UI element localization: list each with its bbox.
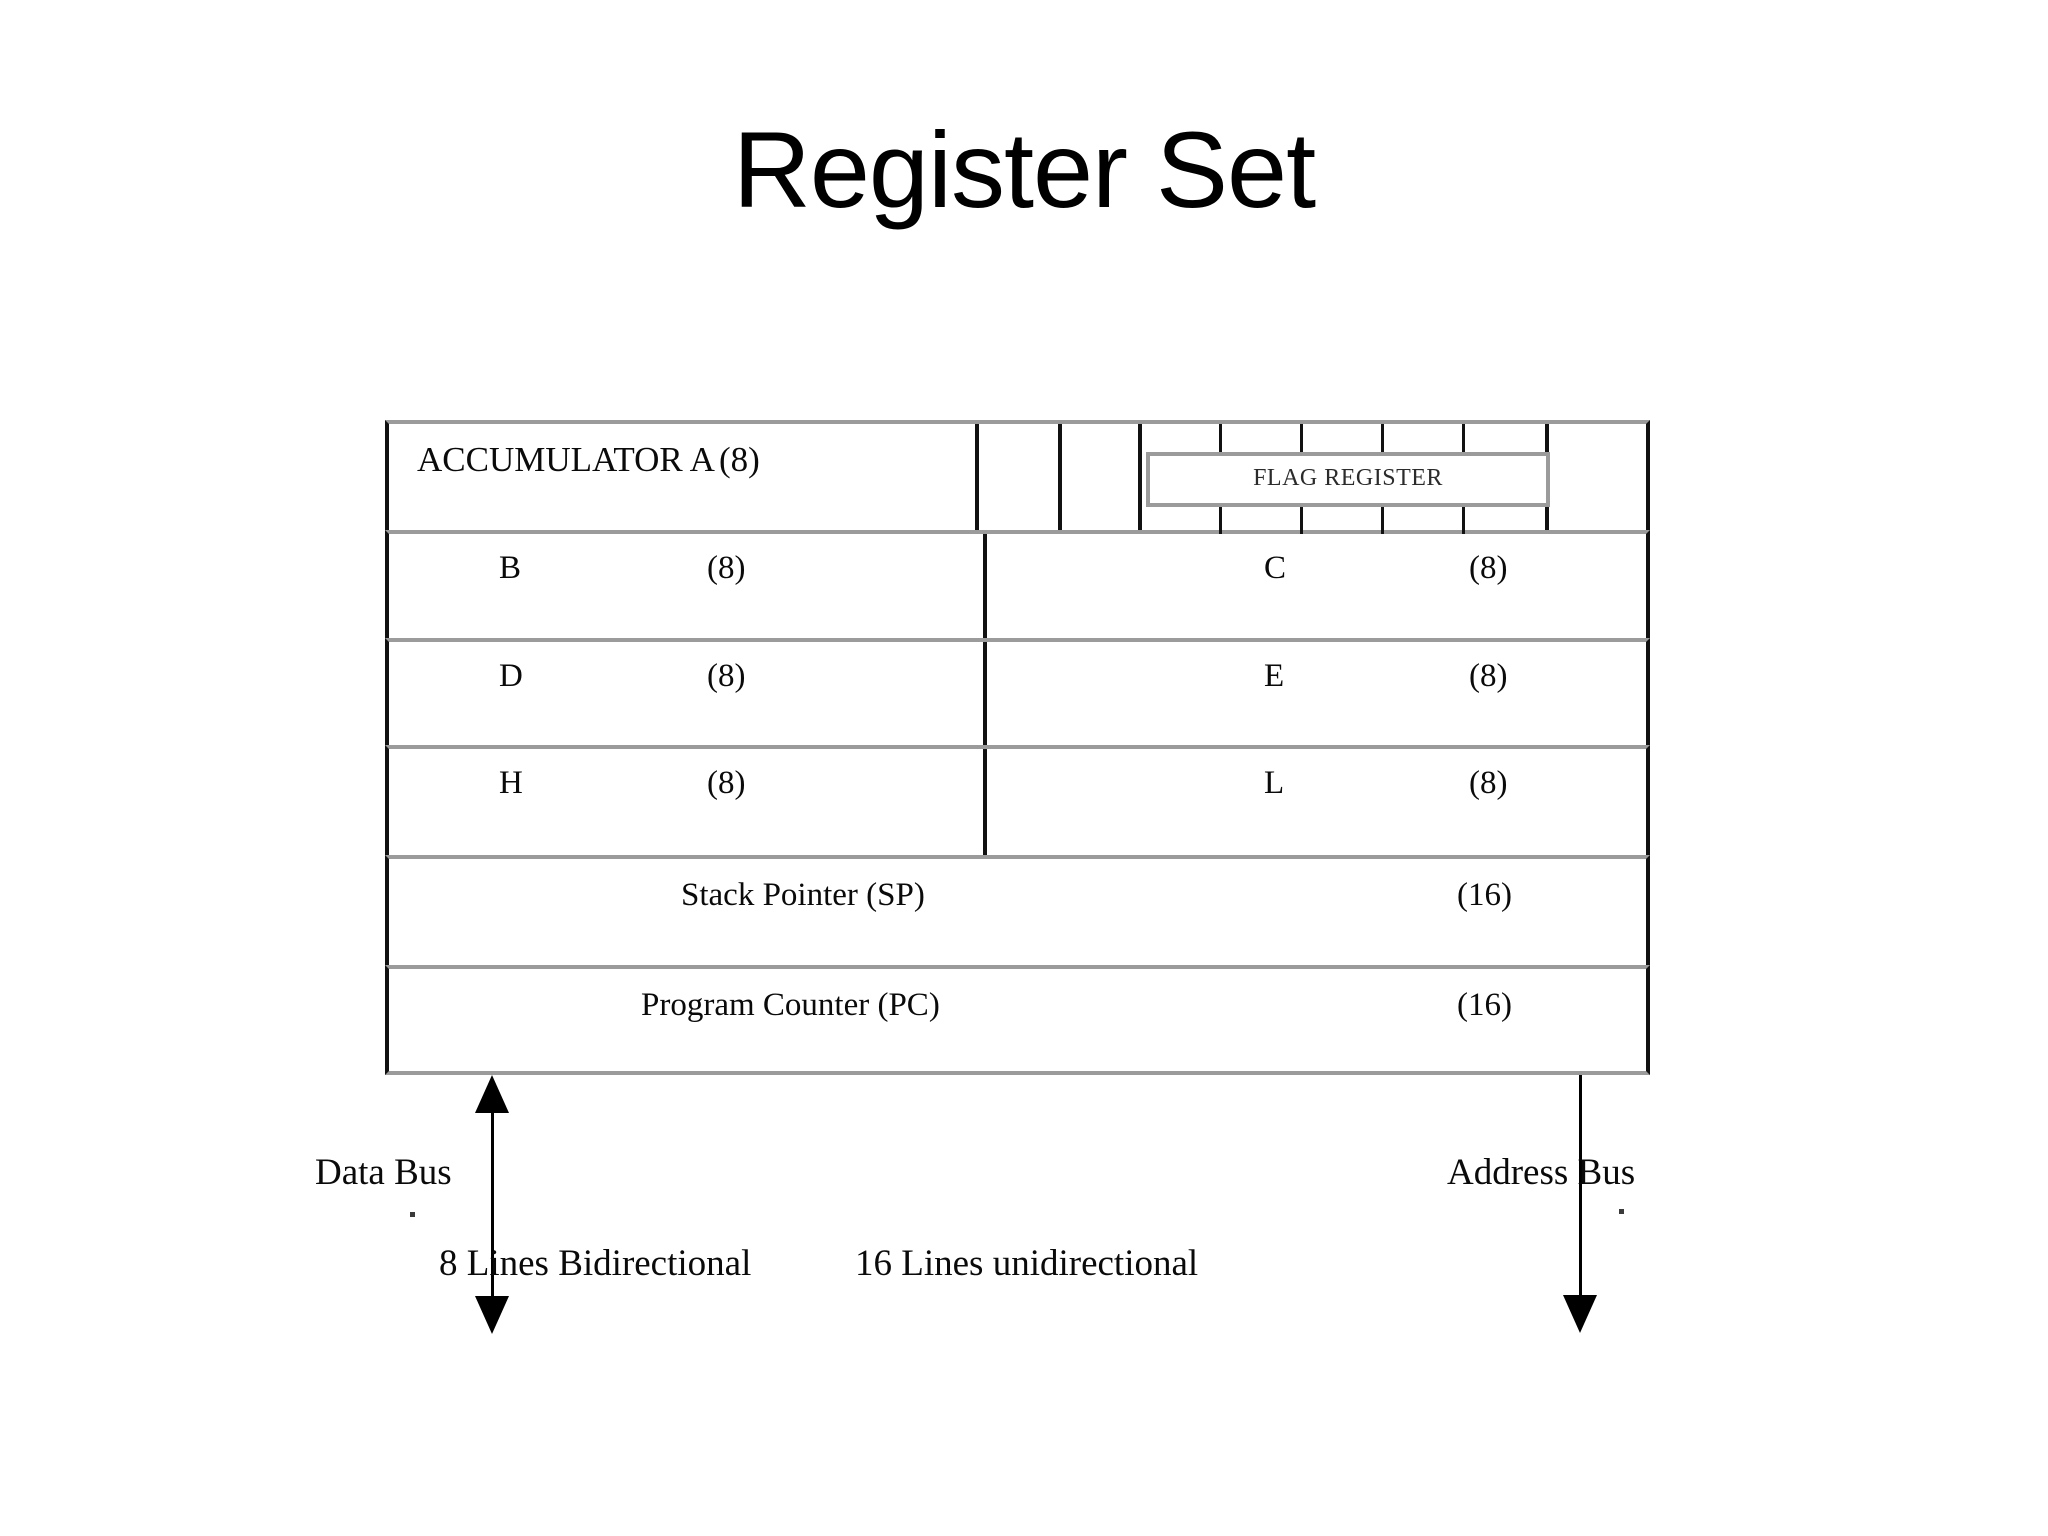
register-d-width: (8)	[707, 658, 746, 694]
flag-cell-sep-bottom-4	[1462, 507, 1465, 534]
register-e-label: E	[1264, 658, 1285, 694]
flag-cell-sep-bottom-1	[1219, 507, 1222, 534]
register-d-label: D	[499, 658, 523, 694]
accumulator-label: ACCUMULATOR A	[417, 440, 715, 479]
table-row: Program Counter (PC) (16)	[385, 965, 1650, 1075]
data-bus-label: Data Bus	[315, 1152, 452, 1193]
table-row: ACCUMULATOR A (8) FLAG REGISTER	[385, 420, 1650, 534]
data-bus-lines-label: 8 Lines Bidirectional	[439, 1243, 752, 1284]
address-bus-label: Address Bus	[1447, 1152, 1636, 1193]
divider-acc-right	[975, 424, 979, 530]
flag-cell-sep-top-2	[1300, 424, 1303, 452]
address-bus-line	[1579, 1075, 1582, 1299]
divider-row-1	[983, 534, 987, 638]
stack-pointer-width: (16)	[1457, 877, 1512, 913]
data-bus-line	[491, 1104, 494, 1302]
table-row: Stack Pointer (SP) (16)	[385, 855, 1650, 965]
address-bus-lines-label: 16 Lines unidirectional	[855, 1243, 1199, 1284]
stack-pointer-label: Stack Pointer (SP)	[681, 877, 925, 913]
register-b-width: (8)	[707, 550, 746, 586]
arrow-down-icon	[1563, 1295, 1597, 1333]
divider-spare-1	[1058, 424, 1062, 530]
flag-cell-sep-top-1	[1219, 424, 1222, 452]
table-row: B (8) C (8)	[385, 530, 1650, 638]
register-b-label: B	[499, 550, 522, 586]
scan-speck-left	[410, 1212, 415, 1217]
program-counter-width: (16)	[1457, 987, 1512, 1023]
scan-speck-right	[1619, 1209, 1624, 1214]
flag-cell-sep-bottom-2	[1300, 507, 1303, 534]
program-counter-label: Program Counter (PC)	[641, 987, 940, 1023]
register-set-diagram: ACCUMULATOR A (8) FLAG REGISTER B	[312, 366, 1752, 1390]
register-e-width: (8)	[1469, 658, 1508, 694]
table-row: H (8) L (8)	[385, 745, 1650, 855]
arrow-down-icon	[475, 1296, 509, 1334]
register-h-label: H	[499, 765, 523, 801]
divider-row-3	[983, 749, 987, 855]
table-row: D (8) E (8)	[385, 638, 1650, 745]
register-c-width: (8)	[1469, 550, 1508, 586]
divider-row-2	[983, 642, 987, 745]
flag-cell-sep-bottom-3	[1381, 507, 1384, 534]
accumulator-width: (8)	[719, 440, 760, 479]
register-l-width: (8)	[1469, 765, 1508, 801]
divider-spare-2	[1138, 424, 1142, 530]
register-h-width: (8)	[707, 765, 746, 801]
register-table: ACCUMULATOR A (8) FLAG REGISTER B	[385, 420, 1650, 1075]
page-title: Register Set	[732, 109, 1316, 230]
register-l-label: L	[1264, 765, 1285, 801]
flag-register-box: FLAG REGISTER	[1146, 452, 1550, 507]
register-c-label: C	[1264, 550, 1287, 586]
flag-cell-sep-top-3	[1381, 424, 1384, 452]
flag-register-label: FLAG REGISTER	[1253, 465, 1443, 491]
flag-cell-sep-top-4	[1462, 424, 1465, 452]
